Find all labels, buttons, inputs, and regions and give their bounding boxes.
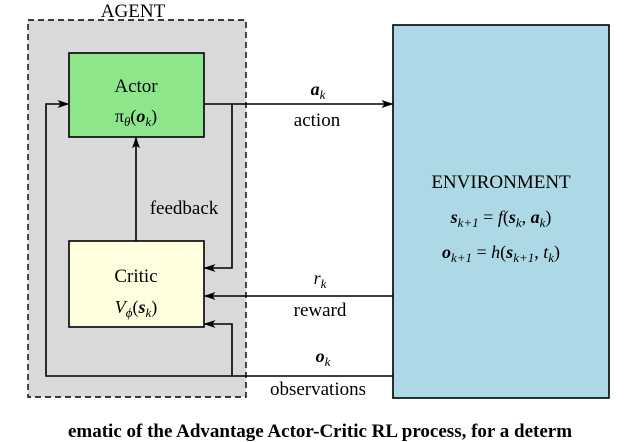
critic-title: Critic (114, 266, 157, 287)
critic-value-formula: Vϕ(sk) (115, 297, 158, 320)
reward-label: reward (294, 300, 347, 321)
critic-box (68, 240, 205, 328)
action-label: action (294, 110, 341, 131)
reward-symbol: rk (314, 268, 327, 291)
agent-title: AGENT (101, 1, 166, 22)
action-symbol: ak (311, 79, 326, 102)
environment-title: ENVIRONMENT (431, 172, 571, 193)
observations-symbol: ok (316, 346, 331, 369)
feedback-label: feedback (150, 198, 219, 219)
action-to-critic-line (203, 104, 233, 272)
actor-title: Actor (114, 76, 158, 97)
environment-box (392, 24, 610, 399)
observations-line (45, 100, 393, 377)
environment-state-equation: sk+1 = f(sk, ak) (450, 207, 552, 230)
observations-to-critic-line (203, 320, 233, 376)
actor-box (68, 52, 205, 138)
figure-caption: ematic of the Advantage Actor-Critic RL … (68, 421, 572, 442)
observations-label: observations (270, 379, 366, 400)
actor-policy-formula: πθ(ok) (115, 106, 157, 129)
environment-observation-equation: ok+1 = h(sk+1, tk) (442, 242, 560, 265)
